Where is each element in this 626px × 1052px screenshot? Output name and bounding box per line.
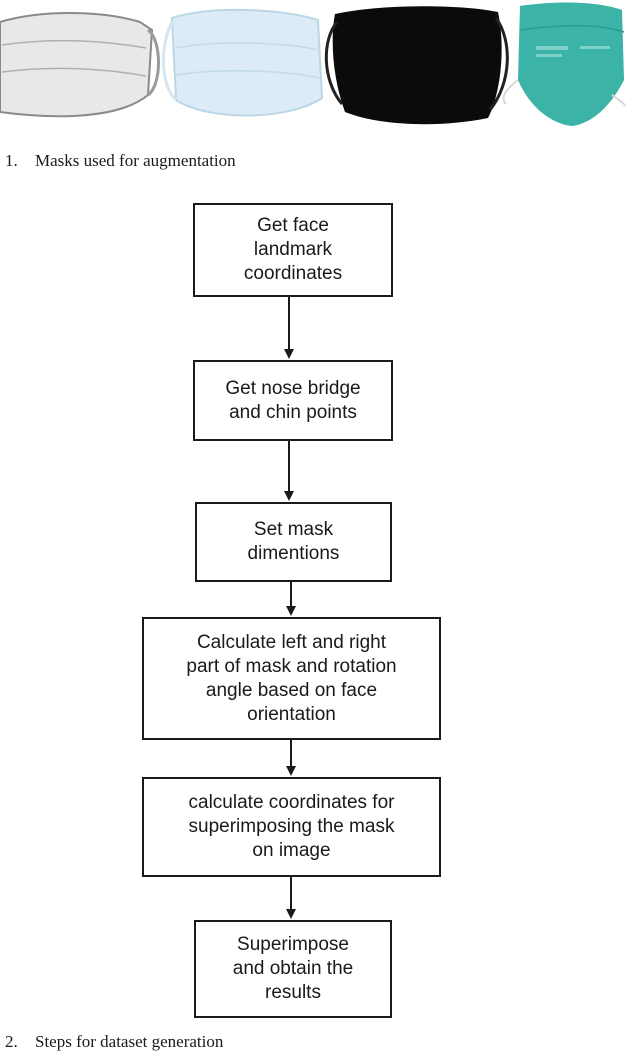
figure-1-caption-number: 1.	[5, 151, 18, 170]
flow-step-get-nose-chin: Get nose bridge and chin points	[193, 360, 393, 441]
figure-2-caption: 2. Steps for dataset generation	[0, 1032, 223, 1052]
flow-step-4-label: Calculate left and right part of mask an…	[186, 631, 397, 725]
figure-1-caption: 1. Masks used for augmentation	[0, 151, 236, 171]
teal-n95-respirator-image	[502, 2, 626, 126]
figure-1-caption-text: Masks used for augmentation	[35, 151, 236, 170]
light-blue-surgical-mask-image	[162, 8, 324, 117]
flow-step-set-dimensions: Set mask dimentions	[195, 502, 392, 582]
flow-step-superimpose: Superimpose and obtain the results	[194, 920, 392, 1018]
flow-step-calculate-parts: Calculate left and right part of mask an…	[142, 617, 441, 740]
white-surgical-mask-image	[0, 12, 160, 118]
mask-images-strip	[0, 2, 626, 126]
flow-step-5-label: calculate coordinates for superimposing …	[188, 792, 395, 861]
figure-2-caption-text: Steps for dataset generation	[35, 1032, 224, 1051]
flow-step-6-label: Superimpose and obtain the results	[232, 934, 354, 1003]
flow-step-2-label: Get nose bridge and chin points	[225, 377, 361, 423]
figure-2-caption-number: 2.	[5, 1032, 18, 1051]
flow-step-calculate-coordinates: calculate coordinates for superimposing …	[142, 777, 441, 877]
flow-step-get-landmarks: Get face landmark coordinates	[193, 203, 393, 297]
flow-step-3-label: Set mask dimentions	[247, 519, 340, 564]
flow-step-1-label: Get face landmark coordinates	[243, 215, 343, 284]
black-cloth-mask-image	[324, 6, 509, 125]
